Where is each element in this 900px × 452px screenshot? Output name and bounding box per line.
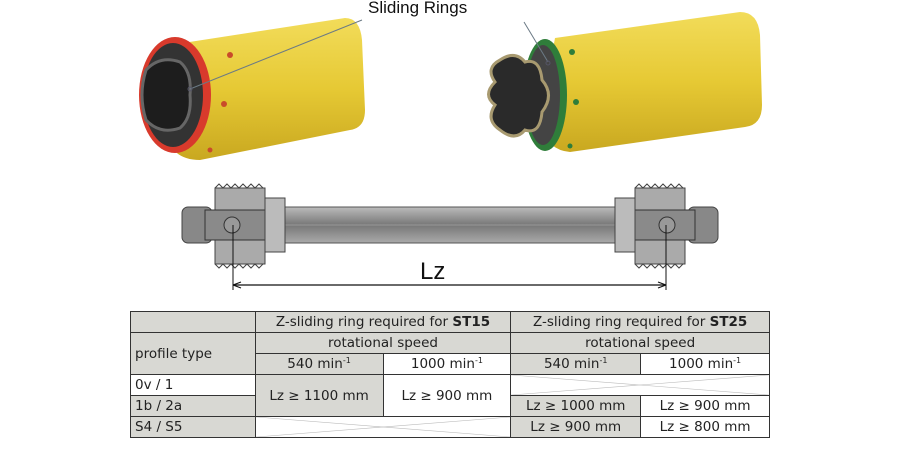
st15-540-value: Lz ≥ 1100 mm [254, 374, 384, 417]
st25-model: ST25 [709, 314, 748, 330]
st25-speed-540: 540 min-1 [510, 353, 642, 375]
st25-rotational-speed: rotational speed [510, 332, 770, 354]
empty-header-cell [130, 311, 256, 333]
spec-table: Z-sliding ring required for ST15 Z-slidi… [130, 311, 770, 438]
sliding-rings-label: Sliding Rings [368, 0, 468, 17]
st15-1000-value: Lz ≥ 900 mm [382, 374, 512, 417]
right-guard-tube [487, 12, 762, 152]
st25-header: Z-sliding ring required for ST25 [510, 311, 770, 333]
dimension-lz [232, 225, 667, 290]
callout-line-right [523, 21, 549, 63]
st25-540-value: Lz ≥ 900 mm [510, 416, 642, 438]
st25-1000-value: Lz ≥ 800 mm [640, 416, 770, 438]
table-row: 0v / 1 Lz ≥ 1100 mm Lz ≥ 900 mm [130, 374, 770, 417]
table-row: 540 min-1 1000 min-1 540 min-1 1000 min-… [131, 353, 770, 375]
callout-line-left [189, 19, 363, 90]
table-row: Z-sliding ring required for ST15 Z-slidi… [130, 311, 770, 333]
not-applicable-cell [510, 374, 770, 396]
lz-dimension-label: Lz [420, 258, 446, 285]
st15-speed-1000: 1000 min-1 [382, 353, 512, 375]
profile-cell: 0v / 1 [130, 374, 256, 396]
st25-1000-value: Lz ≥ 900 mm [640, 395, 770, 417]
not-applicable-cell [254, 416, 512, 438]
profile-cell: 1b / 2a [130, 395, 256, 417]
st15-speed-540: 540 min-1 [254, 353, 384, 375]
drive-shaft-drawing [181, 183, 719, 269]
st15-header: Z-sliding ring required for ST15 [254, 311, 512, 333]
table-row: S4 / S5 Lz ≥ 900 mm Lz ≥ 800 mm [130, 416, 770, 438]
table-row: profile type rotational speed rotational… [130, 332, 770, 375]
profile-cell: S4 / S5 [130, 416, 256, 438]
left-guard-tube [139, 18, 365, 160]
st15-model: ST15 [452, 314, 491, 330]
st25-540-value: Lz ≥ 1000 mm [510, 395, 642, 417]
st25-speed-1000: 1000 min-1 [640, 353, 770, 375]
st15-rotational-speed: rotational speed [254, 332, 512, 354]
profile-type-header: profile type [130, 332, 256, 375]
